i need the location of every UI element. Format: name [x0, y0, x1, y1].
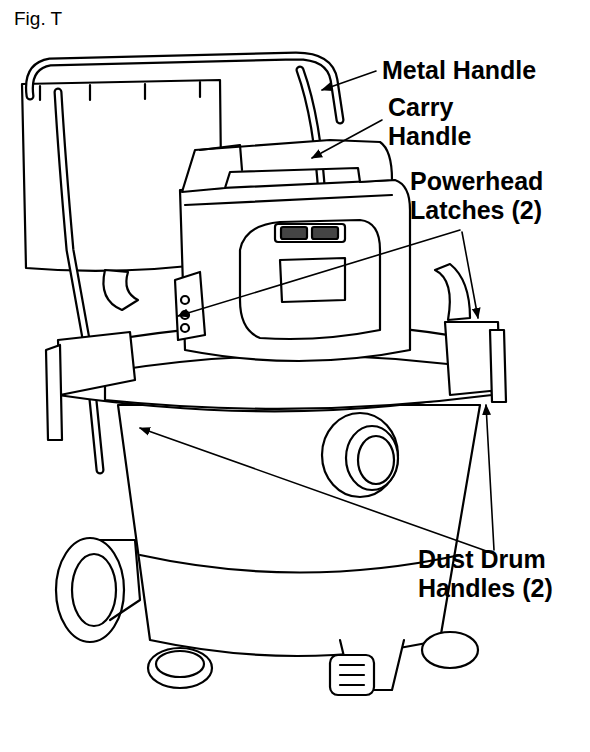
part-label: Powerhead Latches (2)	[410, 167, 582, 225]
part-label: Dust Drum Handles (2)	[418, 545, 586, 603]
part-label: Metal Handle	[382, 56, 582, 85]
figure-title: Fig. T	[14, 8, 62, 30]
part-label: Carry Handle	[388, 93, 500, 151]
